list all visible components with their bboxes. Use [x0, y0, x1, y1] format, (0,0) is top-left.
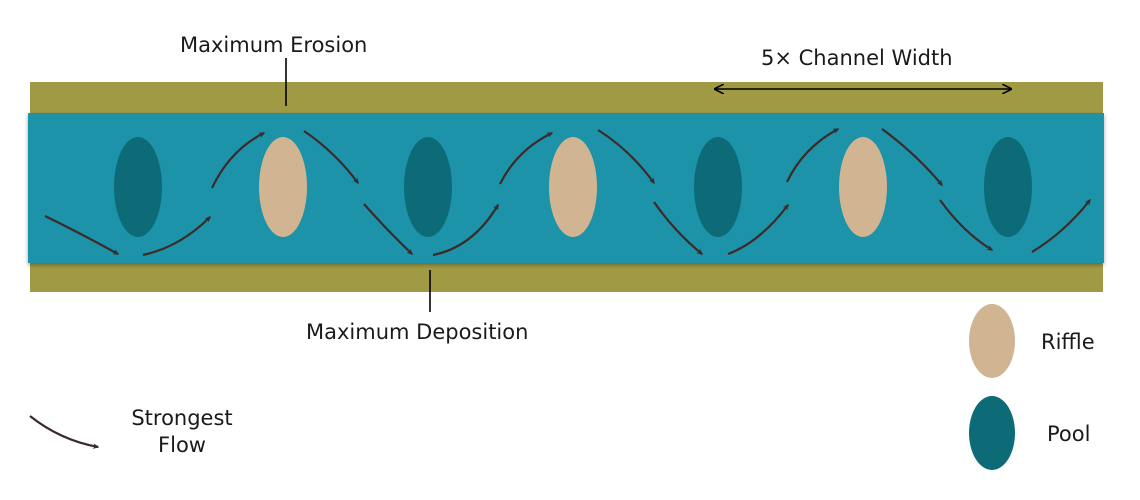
strongest-flow-label: Strongest Flow: [120, 405, 244, 460]
legend-riffle-symbol: [969, 304, 1015, 378]
flow-arrow: [727, 203, 789, 256]
max-deposition-label: Maximum Deposition: [306, 320, 529, 344]
flow-arrow: [881, 128, 943, 187]
flow-arrow: [499, 132, 554, 185]
flow-arrow: [653, 201, 704, 255]
flow-arrow: [142, 216, 211, 257]
riffle-feature: [839, 137, 887, 237]
pool-feature: [694, 137, 742, 237]
pool-feature: [404, 137, 452, 237]
flow-arrow: [211, 132, 266, 189]
flow-arrow: [44, 215, 120, 255]
legend-pool-symbol: [969, 396, 1015, 470]
riffle-feature: [259, 137, 307, 237]
legend-riffle-label: Riffle: [1041, 330, 1095, 354]
flow-arrow: [786, 128, 840, 183]
strongest-flow-line1: Strongest: [131, 406, 233, 430]
legend-strongest-flow-arrow: [29, 415, 100, 449]
flow-arrow: [432, 203, 499, 257]
flow-arrow: [939, 199, 994, 251]
flow-arrow: [303, 130, 359, 185]
pool-feature: [984, 137, 1032, 237]
flow-arrow: [1031, 198, 1091, 253]
riffle-feature: [549, 137, 597, 237]
max-erosion-label: Maximum Erosion: [180, 33, 368, 57]
flow-arrow: [363, 203, 414, 255]
strongest-flow-line2: Flow: [158, 433, 206, 458]
flow-arrow: [597, 129, 655, 185]
legend-pool-label: Pool: [1047, 422, 1091, 446]
pool-feature: [114, 137, 162, 237]
channel-width-label: 5× Channel Width: [761, 46, 953, 70]
